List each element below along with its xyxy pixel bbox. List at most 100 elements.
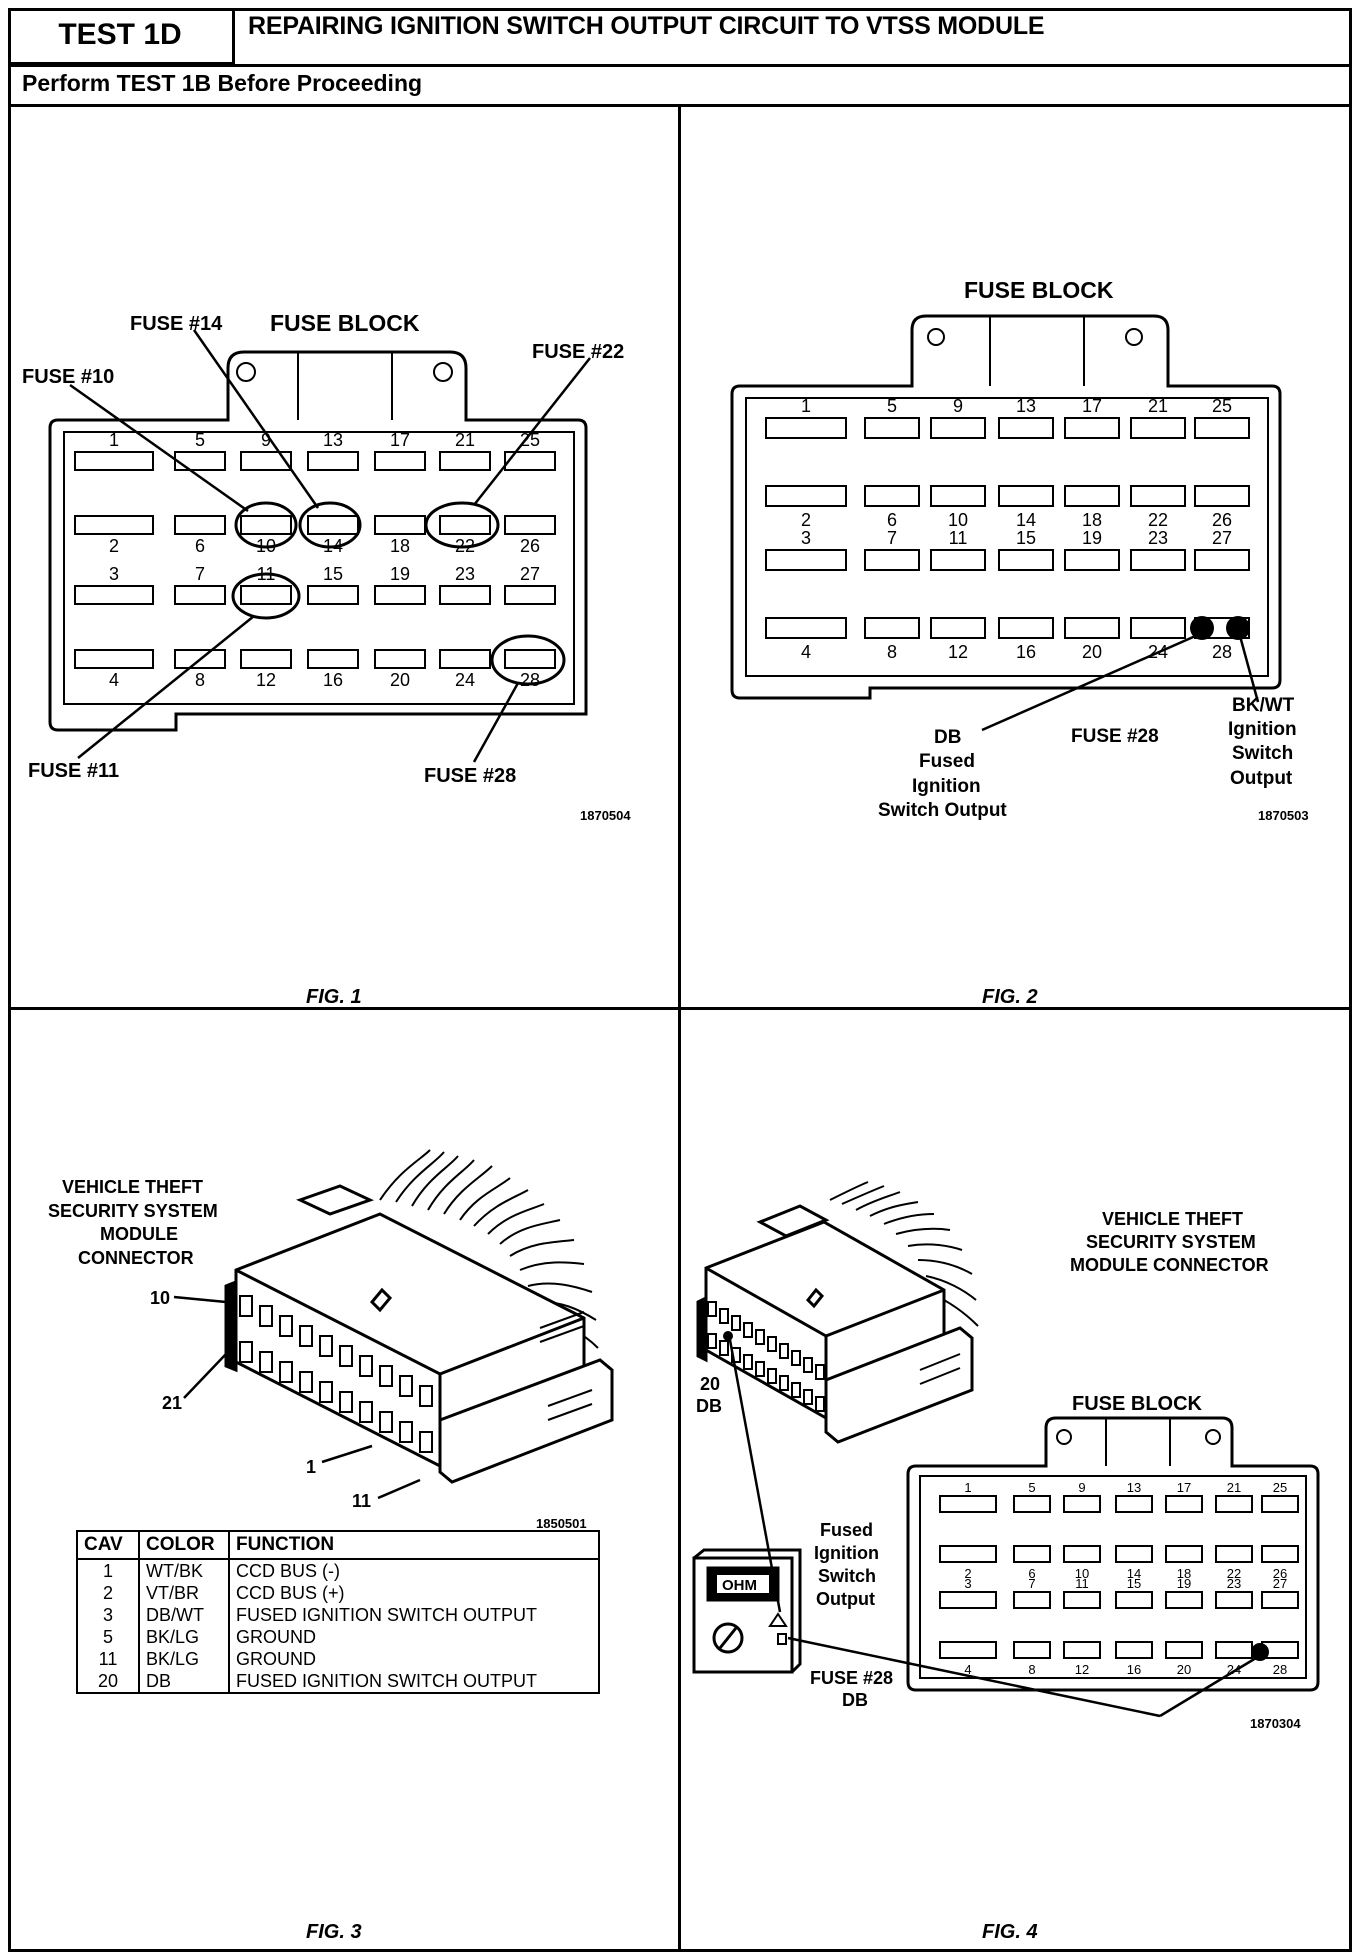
fuse-slot	[374, 585, 426, 605]
fig1-block-title: FUSE BLOCK	[270, 310, 420, 336]
table-cell-function: GROUND	[228, 1626, 600, 1648]
connector-cavity	[707, 1301, 717, 1317]
fuse-slot	[939, 1545, 997, 1563]
connector-cavity	[299, 1371, 313, 1393]
fuse-slot	[1064, 417, 1120, 439]
fig1-callout-fuse22: FUSE #22	[532, 341, 624, 363]
fuse-number-label: 10	[948, 510, 968, 530]
fuse-slot	[1194, 485, 1250, 507]
fuse-number-label: 21	[1227, 1480, 1241, 1495]
fuse-slot	[1013, 1641, 1051, 1659]
fuse-slot	[1165, 1591, 1203, 1609]
fuse-number-label: 16	[1127, 1662, 1141, 1677]
fig2-db-label-1: DB	[934, 727, 961, 748]
fuse-slot	[1064, 549, 1120, 571]
fuse-slot	[765, 485, 847, 507]
fig2-bkwt-label-4: Output	[1230, 768, 1293, 789]
panel-divider-horizontal	[8, 1007, 1352, 1010]
fig4-connector-pins	[707, 1301, 825, 1412]
fuse-number-label: 2	[801, 510, 811, 530]
fuse-number-label: 17	[1177, 1480, 1191, 1495]
fuse-slot	[930, 417, 986, 439]
fuse-slot	[374, 515, 426, 535]
fuse-slot	[930, 485, 986, 507]
fuse-number-label: 27	[1273, 1576, 1287, 1591]
fig3-ref: 1850501	[536, 1516, 587, 1531]
fuse-number-label: 28	[520, 670, 540, 690]
fig3-connector-label-3: MODULE	[100, 1224, 178, 1244]
connector-cavity	[299, 1325, 313, 1347]
connector-cavity	[319, 1381, 333, 1403]
fuse-slot	[174, 515, 226, 535]
fuse-number-label: 12	[256, 670, 276, 690]
connector-cavity	[279, 1361, 293, 1383]
fuse-slot	[1165, 1495, 1203, 1513]
connector-cavity	[791, 1382, 801, 1398]
fuse-number-label: 26	[1273, 1566, 1287, 1581]
connector-cavity	[279, 1315, 293, 1337]
connector-cavity	[719, 1308, 729, 1324]
fig2-block-title: FUSE BLOCK	[964, 277, 1114, 303]
fuse-slot	[864, 549, 920, 571]
fuse-slot	[1063, 1545, 1101, 1563]
fuse-slot	[1115, 1495, 1153, 1513]
connector-cavity	[767, 1368, 777, 1384]
fig1-fuse-block	[48, 350, 588, 732]
fuse-slot	[1013, 1591, 1051, 1609]
fuse-number-label: 13	[323, 430, 343, 450]
fuse-number-label: 20	[390, 670, 410, 690]
fuse-number-label: 16	[323, 670, 343, 690]
fig4-fused-label-2: Ignition	[814, 1543, 879, 1563]
fuse-number-label: 21	[455, 430, 475, 450]
table-row: 11 BK/LG GROUND	[76, 1648, 600, 1670]
fig4-fused-label-3: Switch	[818, 1566, 876, 1586]
page-subtitle: Perform TEST 1B Before Proceeding	[22, 70, 423, 96]
fuse-slot	[307, 515, 359, 535]
fig4-probe-leads	[728, 1339, 1257, 1718]
fuse-slot	[864, 485, 920, 507]
fuse-slot	[174, 585, 226, 605]
fig3-pin-1-label: 1	[306, 1457, 316, 1477]
fig3-pinout-table: CAV COLOR FUNCTION 1 WT/BK CCD BUS (-) 2…	[76, 1530, 600, 1694]
fuse-number-label: 16	[1016, 642, 1036, 662]
connector-cavity	[379, 1411, 393, 1433]
fuse-slot	[1194, 417, 1250, 439]
fuse-number-label: 14	[1016, 510, 1036, 530]
table-cell-color: DB/WT	[138, 1604, 230, 1626]
fuse-number-label: 15	[323, 564, 343, 584]
table-cell-cav: 5	[76, 1626, 140, 1648]
fuse-slot	[74, 515, 154, 535]
fuse-slot	[439, 451, 491, 471]
fig1-caption: FIG. 1	[306, 986, 362, 1008]
fuse-number-label: 18	[390, 536, 410, 556]
fuse-slot	[374, 451, 426, 471]
connector-cavity	[791, 1350, 801, 1366]
fuse-number-label: 28	[1212, 642, 1232, 662]
fuse-number-label: 5	[1028, 1480, 1035, 1495]
fuse-slot	[1063, 1495, 1101, 1513]
fuse-slot	[1165, 1641, 1203, 1659]
fig4-fuse-block	[906, 1416, 1320, 1692]
page-title: REPAIRING IGNITION SWITCH OUTPUT CIRCUIT…	[248, 12, 1045, 40]
fig2-db-label-2: Fused	[919, 751, 975, 772]
fig1-callout-fuse28: FUSE #28	[424, 765, 516, 787]
fuse-number-label: 18	[1082, 510, 1102, 530]
table-header-cav: CAV	[76, 1530, 140, 1560]
connector-cavity	[259, 1351, 273, 1373]
fuse-number-label: 3	[964, 1576, 971, 1591]
connector-cavity	[339, 1345, 353, 1367]
fuse-slot	[1130, 485, 1186, 507]
fuse-number-label: 17	[1082, 396, 1102, 416]
fuse-number-label: 10	[1075, 1566, 1089, 1581]
connector-cavity	[803, 1357, 813, 1373]
fuse-number-label: 23	[455, 564, 475, 584]
fuse-number-label: 20	[1082, 642, 1102, 662]
connector-cavity	[815, 1396, 825, 1412]
fuse-slot	[1130, 549, 1186, 571]
fuse-number-label: 25	[1212, 396, 1232, 416]
table-cell-cav: 2	[76, 1582, 140, 1604]
fig4-connector-label-2: SECURITY SYSTEM	[1086, 1232, 1256, 1252]
fuse-number-label: 12	[1075, 1662, 1089, 1677]
fuse-number-label: 17	[390, 430, 410, 450]
